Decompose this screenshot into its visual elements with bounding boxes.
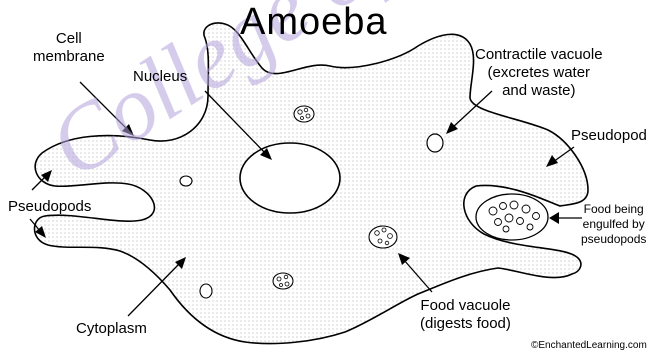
label-food-engulfed: Food being engulfed by pseudopods xyxy=(581,202,646,247)
label-contractile-vacuole: Contractile vacuole (excretes water and … xyxy=(475,46,603,100)
arrow-food-engulfed xyxy=(549,212,582,224)
label-nucleus: Nucleus xyxy=(133,68,187,86)
nucleus xyxy=(240,143,340,213)
arrow-cell-membrane xyxy=(80,82,134,136)
credit-text: ©EnchantedLearning.com xyxy=(531,340,647,352)
page-title: Amoeba xyxy=(240,2,388,42)
contractile-vacuole xyxy=(427,134,443,152)
food-vacuole-lower xyxy=(273,273,293,289)
food-vacuole-upper xyxy=(294,106,314,122)
label-food-vacuole: Food vacuole (digests food) xyxy=(420,297,511,333)
label-pseudopod: Pseudopod xyxy=(571,127,647,145)
small-vacuole xyxy=(180,176,192,186)
small-vacuole xyxy=(200,284,212,298)
label-pseudopods: Pseudopods xyxy=(8,198,91,216)
food-vacuole xyxy=(369,226,397,248)
label-cell-membrane: Cell membrane xyxy=(33,30,105,66)
label-cytoplasm: Cytoplasm xyxy=(76,320,147,338)
food-being-engulfed xyxy=(476,194,548,240)
